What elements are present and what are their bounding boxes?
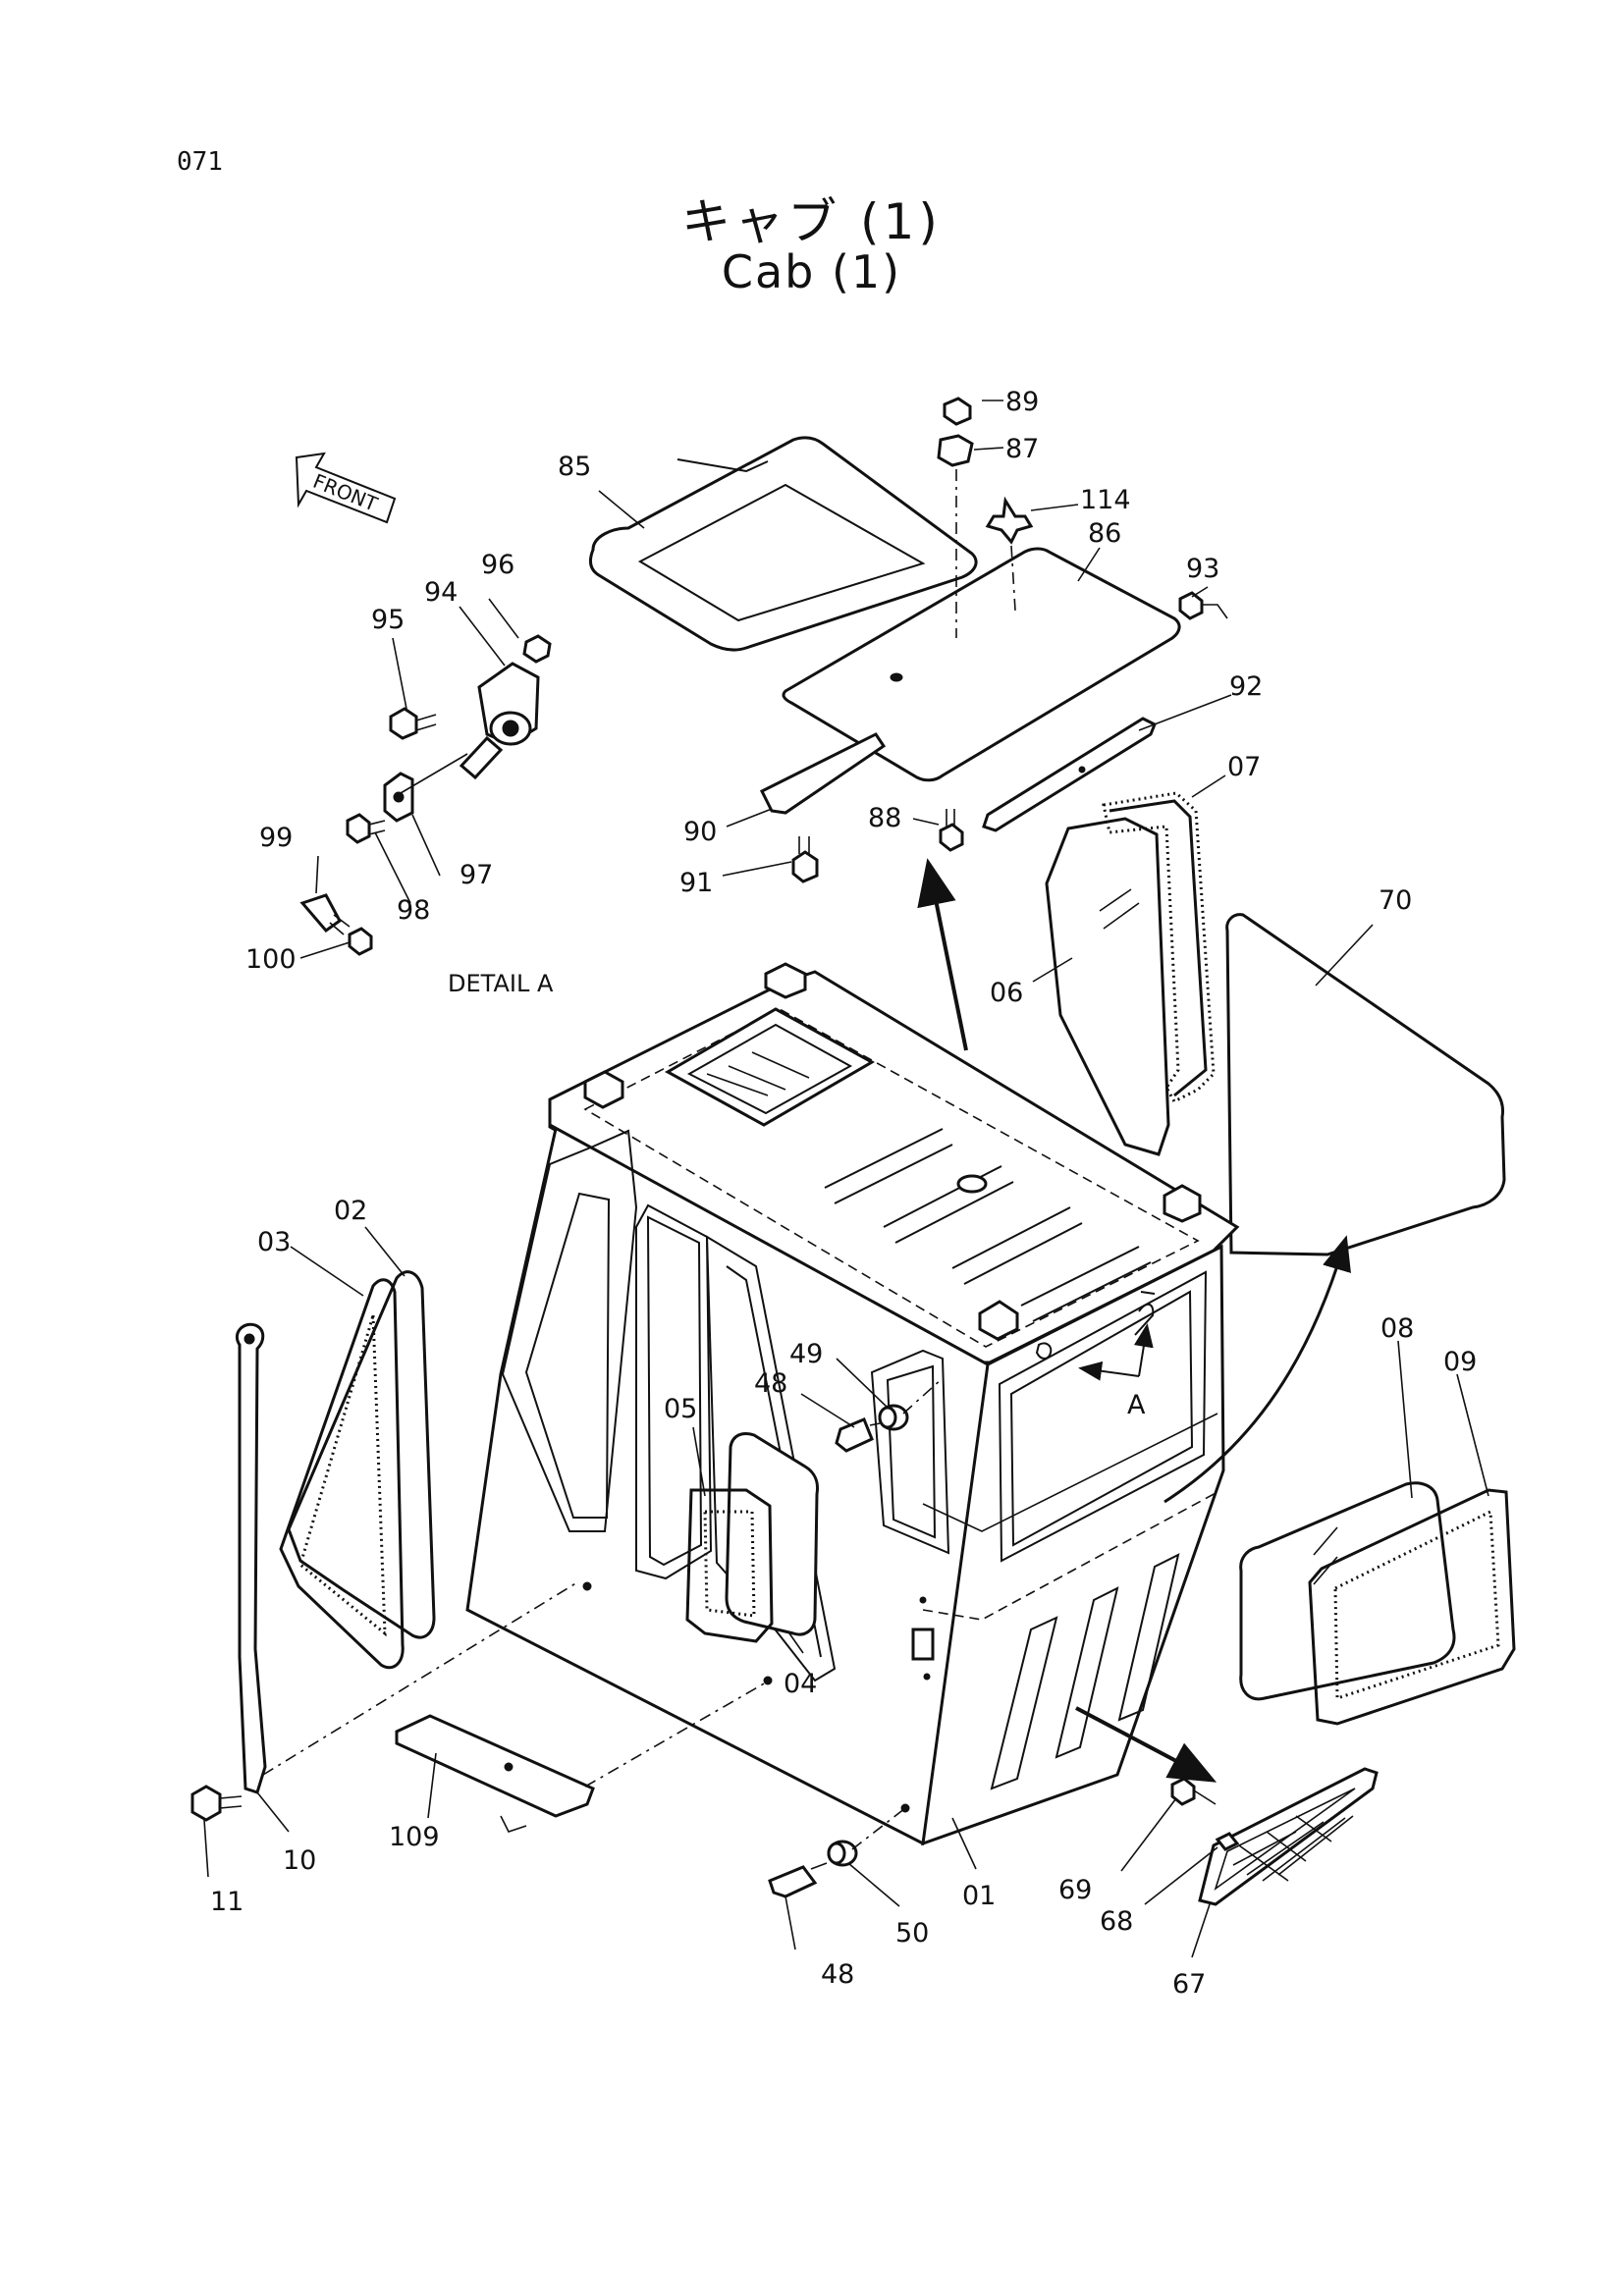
label-49: 49 <box>789 1339 823 1369</box>
seal-09 <box>1308 1488 1516 1726</box>
clip-114 <box>985 496 1034 545</box>
label-94: 94 <box>424 577 458 608</box>
bolt-93 <box>1178 591 1228 620</box>
cap-nut-89 <box>943 397 972 426</box>
cab-body-01 <box>465 962 1240 1846</box>
clip-68 <box>1215 1832 1240 1851</box>
glass-04 <box>725 1432 819 1636</box>
glass-06 <box>1045 817 1170 1156</box>
label-90: 90 <box>683 817 717 847</box>
label-02: 02 <box>334 1196 367 1226</box>
front-direction-arrow: FRONT <box>295 452 397 524</box>
label-109: 109 <box>389 1822 440 1852</box>
seal-05 <box>685 1488 774 1643</box>
label-48-upper: 48 <box>754 1368 787 1399</box>
label-92: 92 <box>1229 671 1263 702</box>
detail-a-marker-label: A <box>1127 1390 1146 1420</box>
page-title-english: Cab (1) <box>721 245 902 298</box>
label-67: 67 <box>1172 1969 1206 2000</box>
collar-49 <box>878 1404 909 1431</box>
seal-07 <box>1102 791 1216 1103</box>
bracket-assembly-94 <box>459 662 540 780</box>
collar-50 <box>827 1840 858 1867</box>
page-title-japanese: キャブ (1) <box>681 193 942 250</box>
label-07: 07 <box>1227 752 1261 782</box>
cap-48-lower <box>768 1862 828 1898</box>
label-89: 89 <box>1005 387 1039 417</box>
label-09: 09 <box>1443 1347 1477 1377</box>
label-95: 95 <box>371 605 405 635</box>
leader-lines <box>203 400 1489 1958</box>
handrail-10 <box>235 1322 267 1794</box>
label-68: 68 <box>1100 1906 1133 1937</box>
stopper-99 <box>299 893 351 935</box>
bolt-88 <box>939 809 964 852</box>
bolt-95 <box>389 707 437 740</box>
nut-87 <box>937 434 974 467</box>
label-88: 88 <box>868 803 901 833</box>
detail-label: DETAIL A <box>448 970 554 997</box>
label-99: 99 <box>259 823 293 853</box>
bolt-11 <box>190 1785 243 1822</box>
bolt-98 <box>346 813 386 844</box>
label-48-lower: 48 <box>821 1959 854 1990</box>
arrow-to-cover-67 <box>1075 1706 1217 1783</box>
page-number: 071 <box>177 147 223 177</box>
bolt-91 <box>791 836 819 883</box>
label-91: 91 <box>679 868 713 898</box>
nut-100 <box>348 927 373 956</box>
label-06: 06 <box>990 978 1023 1008</box>
plate-97 <box>383 772 414 823</box>
roof-panel-86 <box>782 547 1181 782</box>
roof-seal-85 <box>589 436 978 652</box>
screw-69 <box>1170 1777 1217 1806</box>
glass-02 <box>287 1270 436 1639</box>
nut-96 <box>522 634 552 664</box>
label-85: 85 <box>558 452 591 482</box>
bracket-92 <box>982 717 1157 832</box>
bracket-90 <box>759 732 887 815</box>
label-03: 03 <box>257 1227 291 1257</box>
seal-03 <box>279 1278 405 1670</box>
label-87: 87 <box>1005 434 1039 464</box>
part-number-labels: 89 87 114 86 93 92 85 90 88 91 07 06 70 … <box>210 387 1477 2000</box>
label-114: 114 <box>1080 485 1131 515</box>
label-86: 86 <box>1088 518 1121 549</box>
label-04: 04 <box>784 1669 817 1699</box>
label-96: 96 <box>481 550 514 580</box>
label-10: 10 <box>283 1845 316 1876</box>
label-97: 97 <box>460 860 493 890</box>
front-arrow-label: FRONT <box>309 469 381 516</box>
glass-70 <box>1225 913 1506 1256</box>
arrow-to-window-70 <box>1163 1235 1351 1504</box>
cover-67 <box>1198 1767 1379 1906</box>
label-70: 70 <box>1379 885 1412 916</box>
label-98: 98 <box>397 895 430 926</box>
arrow-to-roof <box>917 858 968 1051</box>
label-01: 01 <box>962 1881 996 1911</box>
detail-a-marker: A <box>1078 1323 1154 1420</box>
label-93: 93 <box>1186 554 1219 584</box>
stay-109 <box>395 1714 595 1833</box>
label-05: 05 <box>664 1394 697 1424</box>
label-50: 50 <box>895 1918 929 1949</box>
label-11: 11 <box>210 1887 243 1917</box>
label-69: 69 <box>1058 1875 1092 1905</box>
label-08: 08 <box>1380 1313 1414 1344</box>
detail-a-group <box>299 634 552 956</box>
label-100: 100 <box>245 944 297 975</box>
cap-48-upper <box>835 1417 881 1453</box>
glass-08 <box>1239 1481 1456 1701</box>
